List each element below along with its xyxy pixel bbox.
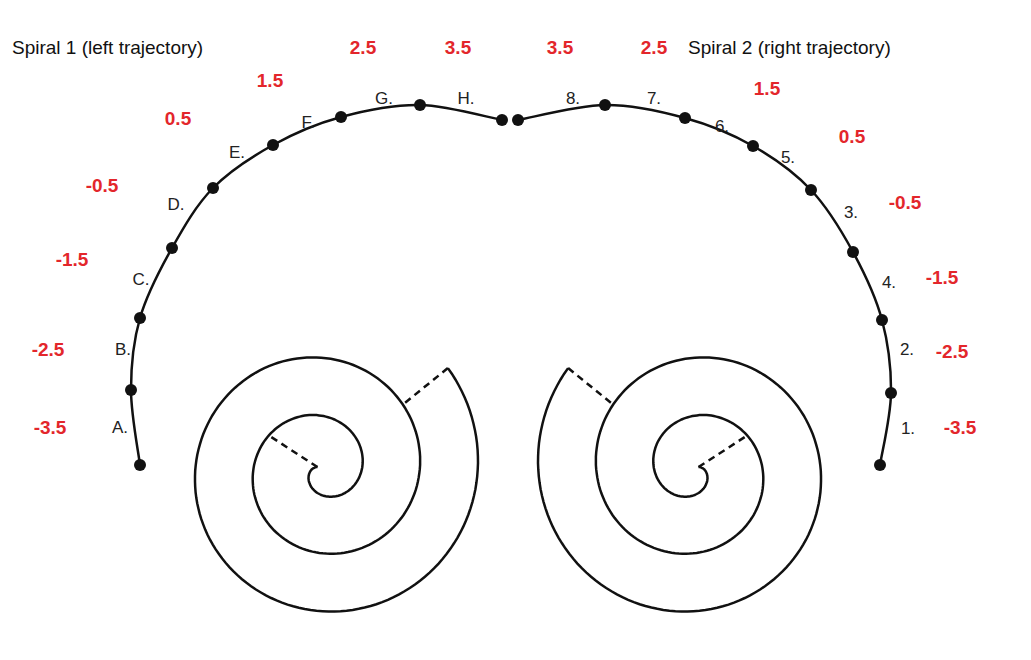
trajectory-dot [874,459,886,471]
trajectory-dot [134,312,146,324]
trajectory-dot [847,246,859,258]
trajectory-dots [125,99,897,471]
trajectory-dot [125,384,137,396]
point-label: 7. [647,89,661,109]
dashed-divider [269,435,318,467]
position-value: -0.5 [889,192,922,214]
position-value: 3.5 [445,37,471,59]
dashed-divider [403,368,448,405]
position-value: 1.5 [257,70,283,92]
spiral-title: Spiral 2 (right trajectory) [688,37,891,59]
trajectory-dot [747,140,759,152]
point-label: 8. [566,89,580,109]
trajectory-dot [335,111,347,123]
trajectory-dot [679,112,691,124]
point-label: F. [301,113,314,133]
position-value: -1.5 [56,249,89,271]
point-label: B. [115,340,131,360]
trajectory-dot [134,459,146,471]
position-value: -0.5 [86,175,119,197]
trajectory-dot [512,114,524,126]
point-label: 5. [781,148,795,168]
trajectory-dot [599,99,611,111]
point-label: 4. [882,273,896,293]
trajectory-dot [414,99,426,111]
point-label: G. [375,89,393,109]
position-value: -3.5 [944,417,977,439]
point-label: C. [133,270,150,290]
point-label: 6. [715,117,729,137]
position-value: -2.5 [32,339,65,361]
point-label: A. [112,418,128,438]
trajectory-dot [876,314,888,326]
trajectory-dot [805,184,817,196]
spiral-outline [195,357,478,611]
spiral-dashes [269,368,747,467]
position-value: -2.5 [936,341,969,363]
point-label: 2. [900,340,914,360]
trajectory-dot [207,182,219,194]
dashed-divider [699,435,748,467]
point-label: H. [458,89,475,109]
trajectory-arc [131,105,502,465]
position-value: -1.5 [926,267,959,289]
position-value: 1.5 [754,78,780,100]
position-value: 2.5 [641,37,667,59]
point-label: 3. [844,203,858,223]
position-value: -3.5 [34,417,67,439]
spiral-outline [538,357,821,611]
trajectory-dot [885,387,897,399]
point-label: E. [229,143,245,163]
position-value: 3.5 [547,37,573,59]
trajectory-arc [518,105,891,465]
spiral-title: Spiral 1 (left trajectory) [12,37,203,59]
position-value: 0.5 [165,108,191,130]
position-value: 2.5 [350,37,376,59]
trajectory-dot [166,242,178,254]
trajectory-dot [267,139,279,151]
point-label: 1. [901,419,915,439]
point-label: D. [168,195,185,215]
dashed-divider [568,368,613,405]
trajectory-dot [496,114,508,126]
position-value: 0.5 [839,126,865,148]
